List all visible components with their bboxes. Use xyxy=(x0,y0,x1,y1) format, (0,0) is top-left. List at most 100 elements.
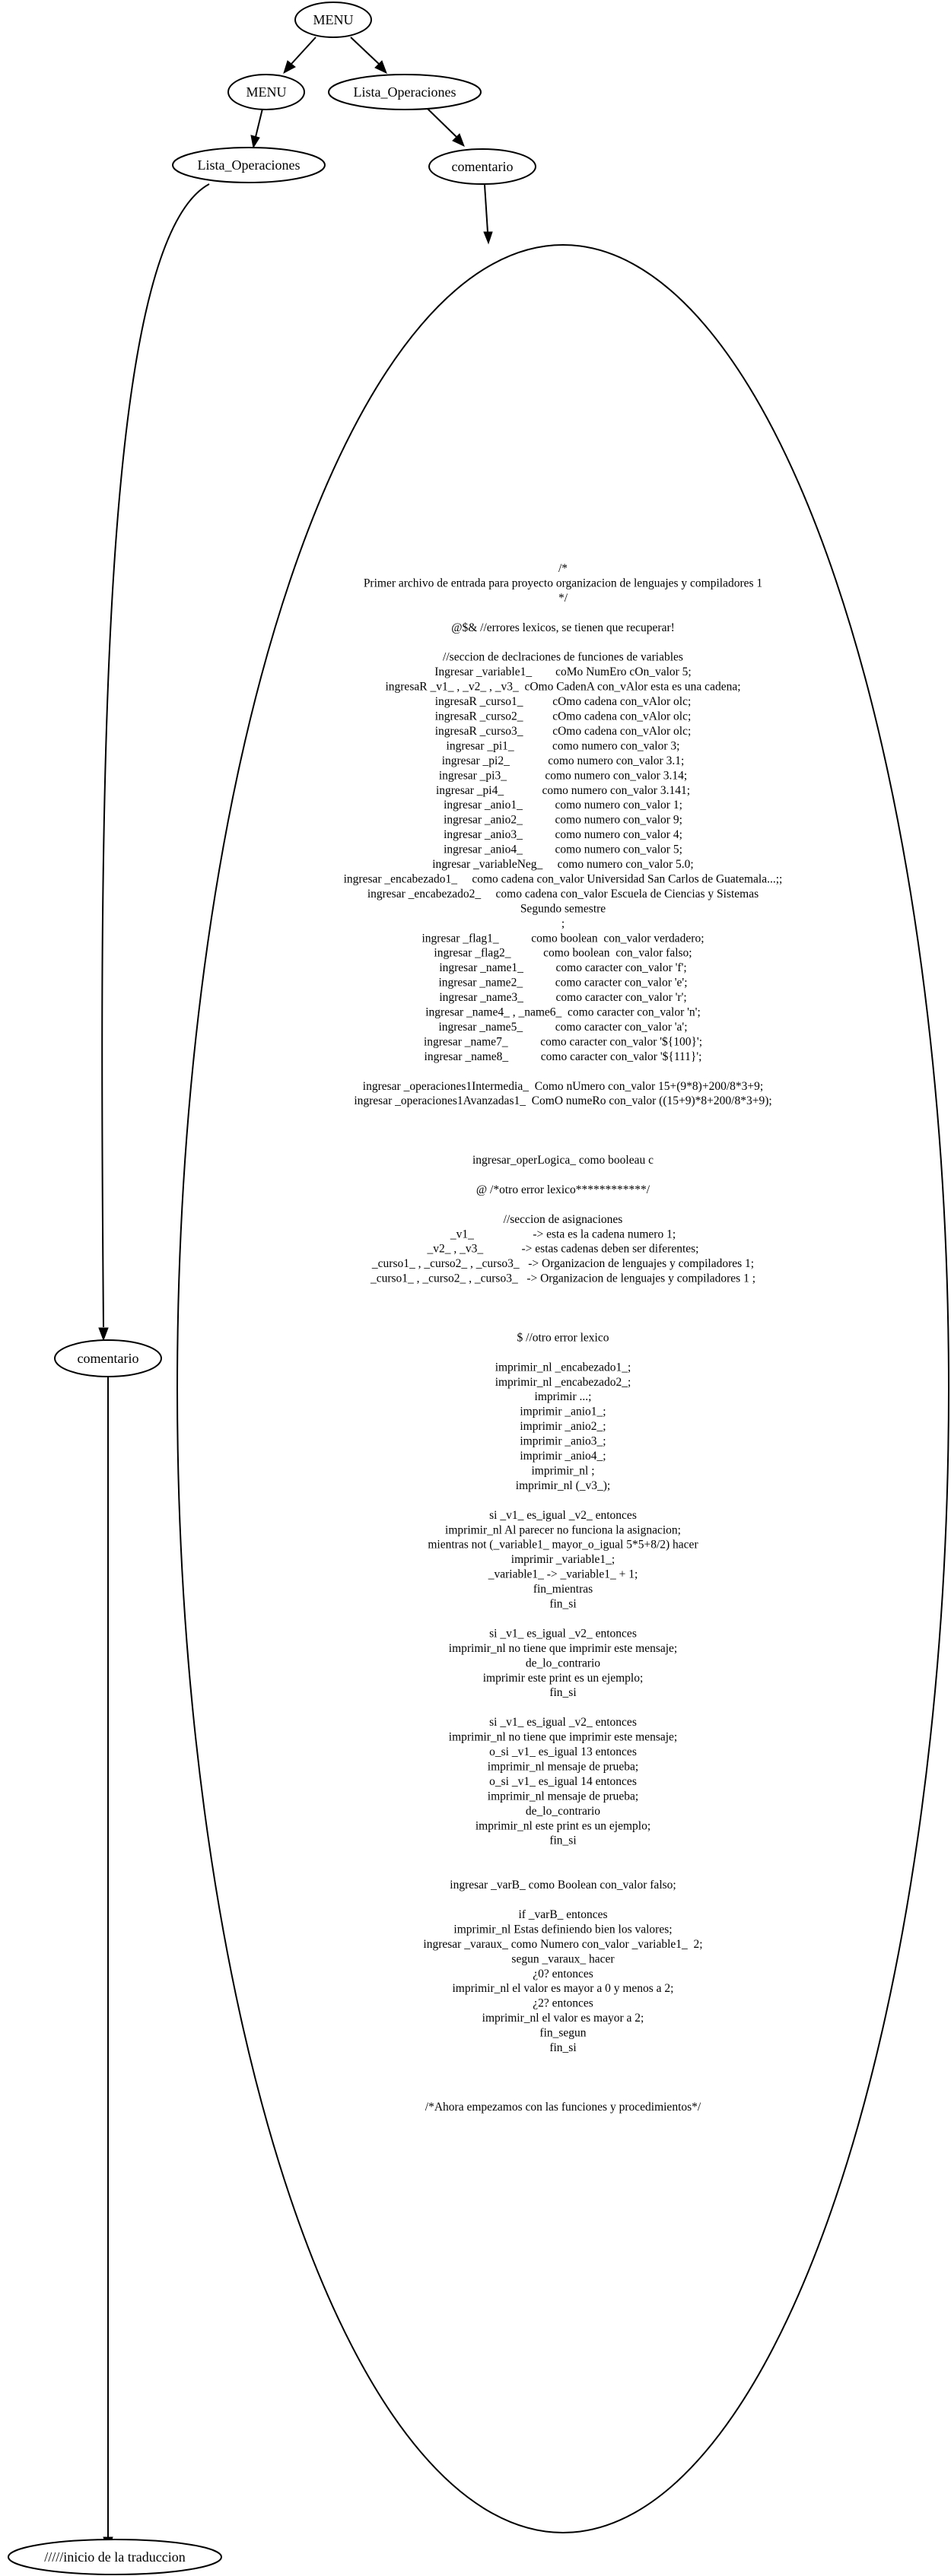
node-big-comment[interactable]: /* Primer archivo de entrada para proyect… xyxy=(177,244,949,2533)
comment-line: ingresar _name3_ como caracter con_valor… xyxy=(439,991,686,1004)
edges xyxy=(98,37,493,2551)
comment-line: */ xyxy=(558,592,568,605)
comment-line: ingresar _name1_ como caracter con_valor… xyxy=(439,961,686,974)
comment-line: imprimir _anio4_; xyxy=(520,1450,606,1463)
comment-line: de_lo_contrario xyxy=(526,1805,600,1818)
comment-line: ¿2? entonces xyxy=(533,1997,593,2010)
edge-menu-child-to-lista-left xyxy=(250,108,263,149)
node-comentario-left[interactable]: comentario xyxy=(54,1339,162,1377)
node-menu-root[interactable]: MENU xyxy=(294,2,372,38)
node-lista-operaciones-right-label: Lista_Operaciones xyxy=(354,84,456,100)
comment-line: ingresar _pi1_ como numero con_valor 3; xyxy=(447,739,680,752)
comment-line: imprimir _anio3_; xyxy=(520,1435,606,1448)
comment-line: ingresar _anio4_ como numero con_valor 5… xyxy=(444,843,682,856)
edge-menu-root-to-menu-child xyxy=(283,37,316,75)
comment-line: ingresar _name5_ como caracter con_valor… xyxy=(438,1021,687,1034)
comment-line: $ //otro error lexico xyxy=(517,1331,609,1344)
node-comentario-right[interactable]: comentario xyxy=(428,148,536,185)
comment-line: ingresar _operaciones1Avanzadas1_ ComO n… xyxy=(354,1094,771,1107)
comment-line: ingresar _varB_ como Boolean con_valor f… xyxy=(450,1879,676,1892)
node-inicio-traduccion[interactable]: /////inicio de la traduccion xyxy=(8,2539,222,2575)
comment-line: imprimir _anio2_; xyxy=(520,1420,606,1433)
node-comentario-right-label: comentario xyxy=(452,159,514,174)
comment-line: imprimir_nl Estas definiendo bien los va… xyxy=(453,1923,672,1936)
big-comment-text: /* Primer archivo de entrada para proyect… xyxy=(344,562,783,2114)
comment-line: _v1_ -> esta es la cadena numero 1; xyxy=(450,1228,676,1240)
node-lista-operaciones-left[interactable]: Lista_Operaciones xyxy=(172,147,326,183)
comment-line: ingresar _flag2_ como boolean con_valor … xyxy=(434,947,692,960)
edge-lista-left-to-comentario-left xyxy=(98,183,210,1342)
comment-line: /* xyxy=(558,562,568,575)
comment-line: imprimir_nl Al parecer no funciona la as… xyxy=(445,1523,681,1536)
comment-line: segun _varaux_ hacer xyxy=(511,1952,615,1965)
comment-line: Primer archivo de entrada para proyecto … xyxy=(364,577,762,590)
comment-line: fin_mientras xyxy=(533,1583,593,1596)
node-lista-operaciones-right[interactable]: Lista_Operaciones xyxy=(328,74,482,110)
comment-line: //seccion de asignaciones xyxy=(504,1213,623,1226)
comment-line: imprimir_nl _encabezado1_; xyxy=(495,1361,631,1374)
comment-line: ingresar _name4_ , _name6_ como caracter… xyxy=(425,1006,701,1019)
comment-line: @ /*otro error lexico************/ xyxy=(476,1183,650,1196)
comment-line: ¿0? entonces xyxy=(533,1968,593,1980)
comment-line: ingresaR _curso3_ cOmo cadena con_vAlor … xyxy=(435,725,692,738)
comment-line: _curso1_ , _curso2_ , _curso3_ -> Organi… xyxy=(371,1257,754,1270)
comment-line: //seccion de declraciones de funciones d… xyxy=(443,651,683,664)
comment-line: imprimir_nl _encabezado2_; xyxy=(495,1376,631,1389)
comment-line: imprimir_nl el valor es mayor a 0 y meno… xyxy=(453,1982,674,1995)
comment-line: imprimir_nl (_v3_); xyxy=(516,1479,610,1492)
comment-line: Segundo semestre xyxy=(520,902,606,915)
comment-line: imprimir ...; xyxy=(535,1390,592,1403)
comment-line: si _v1_ es_igual _v2_ entonces xyxy=(489,1716,637,1729)
comment-line: imprimir_nl no tiene que imprimir este m… xyxy=(449,1642,677,1655)
comment-line: imprimir _anio1_; xyxy=(520,1406,606,1418)
comment-line: Ingresar _variable1_ coMo NumEro cOn_val… xyxy=(434,665,691,678)
comment-line: de_lo_contrario xyxy=(526,1656,600,1669)
comment-line: mientras not (_variable1_ mayor_o_igual … xyxy=(428,1539,698,1552)
node-lista-operaciones-left-label: Lista_Operaciones xyxy=(198,157,301,173)
comment-line: fin_segun xyxy=(539,2027,586,2040)
comment-line: _variable1_ -> _variable1_ + 1; xyxy=(488,1568,638,1581)
comment-line: imprimir este print es un ejemplo; xyxy=(483,1672,644,1685)
comment-line: ingresar _pi4_ como numero con_valor 3.1… xyxy=(436,784,690,797)
comment-line: ingresar _name8_ como caracter con_valor… xyxy=(425,1050,702,1063)
comment-line: o_si _v1_ es_igual 14 entonces xyxy=(489,1775,637,1788)
edge-comentario-left-to-inicio xyxy=(103,1377,113,2551)
comment-line: fin_si xyxy=(549,1598,577,1611)
comment-line: ; xyxy=(561,917,565,930)
comment-line: /*Ahora empezamos con las funciones y pr… xyxy=(425,2101,701,2114)
comment-line: fin_si xyxy=(549,1686,577,1699)
comment-line: imprimir_nl este print es un ejemplo; xyxy=(476,1819,650,1832)
comment-line: ingresar _flag1_ como boolean con_valor … xyxy=(421,932,704,945)
node-menu-child[interactable]: MENU xyxy=(227,74,305,110)
comment-line: ingresar_operLogica_ como booleau c xyxy=(472,1154,654,1167)
node-inicio-traduccion-label: /////inicio de la traduccion xyxy=(44,2549,185,2565)
comment-line: o_si _v1_ es_igual 13 entonces xyxy=(489,1745,637,1758)
comment-line: ingresar _pi3_ como numero con_valor 3.1… xyxy=(439,769,687,782)
comment-line: ingresar _variableNeg_ como numero con_v… xyxy=(432,858,693,871)
edge-lista-right-to-comentario-right xyxy=(427,108,465,147)
comment-line: ingresar _pi2_ como numero con_valor 3.1… xyxy=(442,754,685,767)
comment-line: if _varB_ entonces xyxy=(518,1908,607,1921)
comment-line: ingresar _anio2_ como numero con_valor 9… xyxy=(444,814,682,827)
comment-line: imprimir_nl no tiene que imprimir este m… xyxy=(449,1731,677,1744)
comment-line: si _v1_ es_igual _v2_ entonces xyxy=(489,1627,637,1640)
node-menu-root-label: MENU xyxy=(313,12,354,27)
comment-line: ingresar _anio3_ como numero con_valor 4… xyxy=(444,828,682,841)
comment-line: ingresar _name2_ como caracter con_valor… xyxy=(438,977,687,989)
comment-line: imprimir_nl ; xyxy=(531,1465,594,1478)
comment-line: imprimir_nl mensaje de prueba; xyxy=(488,1790,638,1803)
comment-line: fin_si xyxy=(549,2041,577,2054)
comment-line: si _v1_ es_igual _v2_ entonces xyxy=(489,1509,637,1522)
comment-line: @$& //errores lexicos, se tienen que rec… xyxy=(451,621,675,634)
comment-line: imprimir _variable1_; xyxy=(511,1553,615,1566)
node-comentario-left-label: comentario xyxy=(78,1351,139,1366)
comment-line: ingresaR _curso1_ cOmo cadena con_vAlor … xyxy=(435,695,692,708)
comment-line: ingresaR _curso2_ cOmo cadena con_vAlor … xyxy=(435,710,692,723)
comment-line: imprimir_nl el valor es mayor a 2; xyxy=(482,2012,644,2025)
comment-line: ingresaR _v1_ , _v2_ , _v3_ cOmo CadenA … xyxy=(385,681,740,694)
comment-line: ingresar _anio1_ como numero con_valor 1… xyxy=(444,799,682,812)
comment-line: _curso1_ , _curso2_ , _curso3_ -> Organi… xyxy=(370,1272,755,1285)
comment-line: ingresar _encabezado2_ como cadena con_v… xyxy=(367,888,759,900)
comment-line: _v2_ , _v3_ -> estas cadenas deben ser d… xyxy=(427,1243,699,1256)
